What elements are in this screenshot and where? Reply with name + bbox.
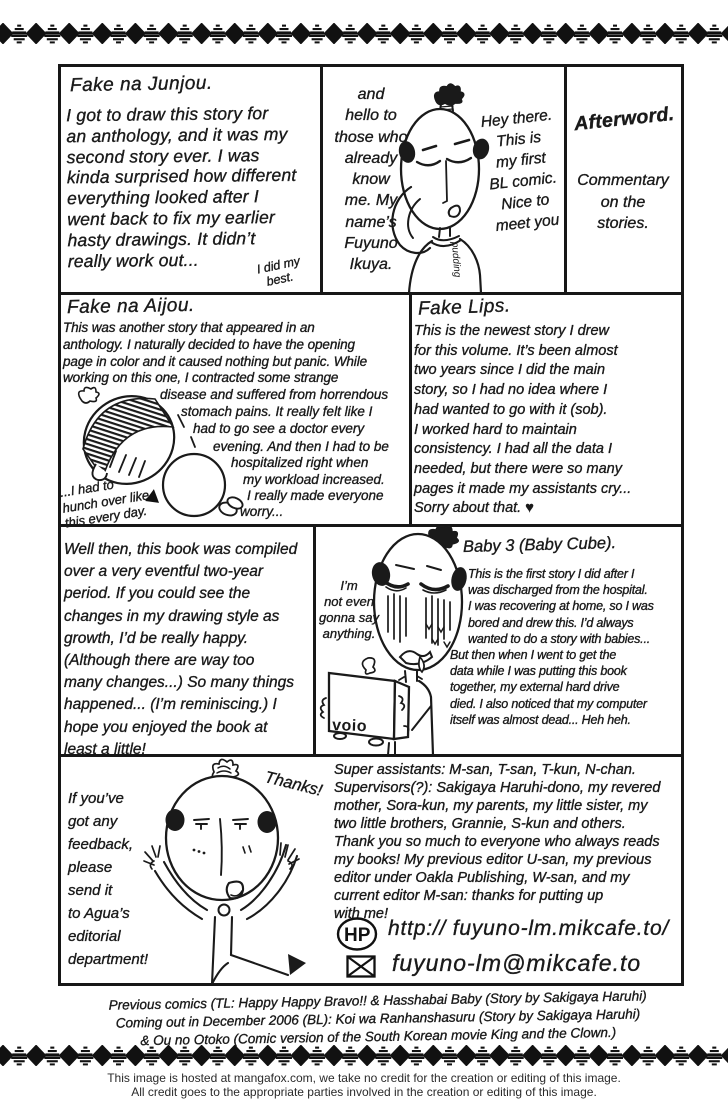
svg-text:voio: voio <box>332 717 367 735</box>
svg-text:HP: HP <box>344 925 371 946</box>
svg-text:pudding: pudding <box>449 240 463 278</box>
